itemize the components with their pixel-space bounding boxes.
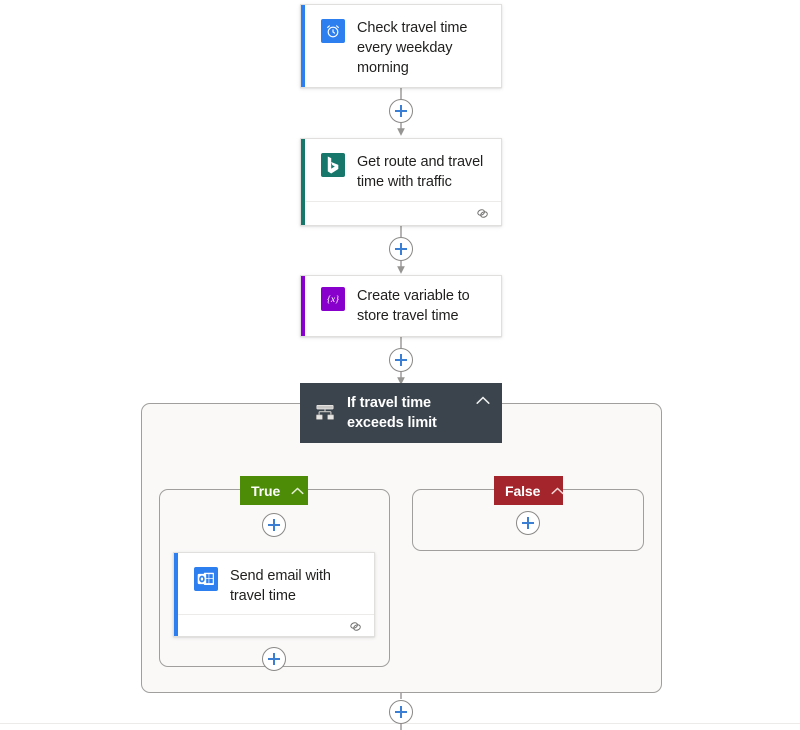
plus-icon xyxy=(400,706,402,718)
plus-icon xyxy=(400,105,402,117)
step-card-title: Send email with travel time xyxy=(230,568,331,604)
plus-icon xyxy=(400,354,402,366)
branch-badge-label: False xyxy=(505,482,541,499)
link-icon[interactable] xyxy=(348,620,363,638)
link-icon[interactable] xyxy=(475,207,490,225)
add-step-true-branch-bottom-button[interactable] xyxy=(262,647,286,671)
plus-icon xyxy=(400,243,402,255)
chevron-up-icon[interactable] xyxy=(291,486,304,495)
card-footer xyxy=(174,614,374,642)
card-accent-bar xyxy=(301,5,305,87)
plus-icon xyxy=(273,653,275,665)
step-card-send-email[interactable]: Send email with travel time xyxy=(173,552,375,637)
branch-badge-label: True xyxy=(251,482,281,499)
add-step-after-trigger-button[interactable] xyxy=(389,99,413,123)
variable-braces-icon: {x} xyxy=(321,287,345,311)
condition-branch-icon xyxy=(314,402,336,424)
card-accent-bar xyxy=(301,139,305,225)
card-accent-bar xyxy=(301,276,305,336)
card-footer xyxy=(301,201,501,229)
step-card-trigger-recurrence[interactable]: Check travel time every weekday morning xyxy=(300,4,502,88)
chevron-up-icon[interactable] xyxy=(551,486,564,495)
svg-text:{x}: {x} xyxy=(327,294,339,305)
branch-badge-true[interactable]: True xyxy=(240,476,308,505)
branch-badge-false[interactable]: False xyxy=(494,476,564,505)
alarm-clock-icon xyxy=(321,19,345,43)
plus-icon xyxy=(527,517,529,529)
step-card-title: Create variable to store travel time xyxy=(357,288,470,324)
card-accent-bar xyxy=(174,553,178,636)
add-step-true-branch-top-button[interactable] xyxy=(262,513,286,537)
condition-card[interactable]: If travel time exceeds limit xyxy=(300,383,502,443)
chevron-up-icon[interactable] xyxy=(476,392,490,410)
outlook-icon xyxy=(194,567,218,591)
add-step-after-condition-button[interactable] xyxy=(389,700,413,724)
add-step-false-branch-button[interactable] xyxy=(516,511,540,535)
add-step-after-variable-button[interactable] xyxy=(389,348,413,372)
step-card-initialize-variable[interactable]: {x} Create variable to store travel time xyxy=(300,275,502,337)
bing-maps-icon xyxy=(321,153,345,177)
step-card-title: Check travel time every weekday morning xyxy=(357,20,468,76)
step-card-bing-maps[interactable]: Get route and travel time with traffic xyxy=(300,138,502,226)
plus-icon xyxy=(273,519,275,531)
condition-card-title: If travel time exceeds limit xyxy=(347,395,437,431)
step-card-title: Get route and travel time with traffic xyxy=(357,154,484,190)
add-step-after-bing-maps-button[interactable] xyxy=(389,237,413,261)
